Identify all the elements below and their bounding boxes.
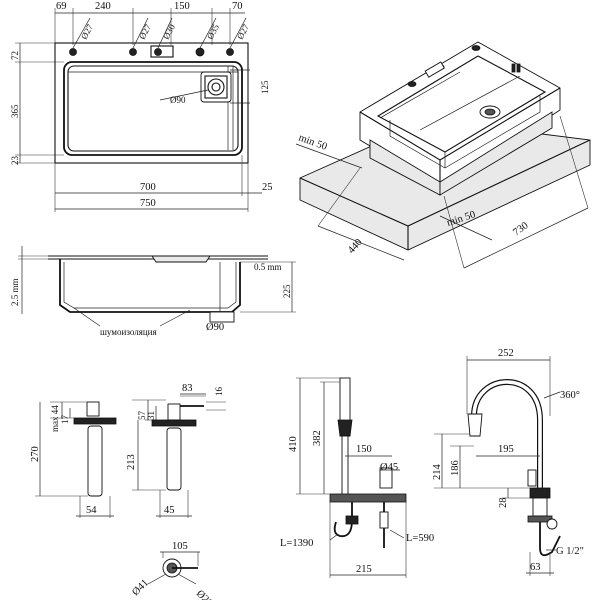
faucet-lever — [379, 467, 393, 489]
insulation-label: шумоизоляция — [100, 327, 157, 337]
dispenser-total: 270 — [30, 446, 41, 462]
top-view: 69 240 150 70 Ø27 Ø27 Ø30 Ø35 Ø27 — [10, 1, 273, 212]
faucet-front: 410 382 150 Ø45 L=1390 L=590 215 — [280, 377, 434, 578]
hose-left — [333, 502, 353, 538]
isometric-view: min 50 min 50 440 730 — [295, 41, 591, 269]
iso-hole-3 — [471, 45, 481, 51]
soap-slot — [150, 45, 174, 58]
side-view: шумоизоляция 2.5 mm 0.5 mm 225 Ø90 — [10, 246, 296, 337]
dispenser-top-small: Ø28 — [194, 588, 215, 600]
dispenser-side-width: 45 — [164, 505, 175, 516]
faucet-h-spout: 382 — [312, 430, 323, 446]
faucet-h1: 214 — [432, 464, 443, 481]
width-inner: 700 — [140, 182, 156, 193]
faucet-base-width: 215 — [356, 564, 372, 575]
drain-circle — [207, 78, 225, 96]
tap-hole-2 — [129, 48, 137, 56]
iso-length: 730 — [511, 220, 530, 238]
width-outer: 750 — [140, 198, 156, 209]
faucet-side-base-width: 63 — [530, 562, 541, 573]
sink-body — [359, 41, 561, 189]
hose-right-len: L=590 — [406, 533, 434, 544]
top-dim-150: 150 — [174, 1, 190, 12]
hole-label-5: Ø27 — [235, 22, 251, 41]
faucet-side-reach: 195 — [498, 444, 514, 455]
right-gap: 25 — [262, 182, 273, 193]
dispenser-top: 105 Ø41 Ø28 — [130, 541, 214, 600]
iso-hole-1 — [407, 81, 417, 87]
iso-bowl — [376, 55, 547, 153]
top-dim-69: 69 — [56, 1, 67, 12]
dispenser-side: 83 16 213 57 31 45 — [126, 383, 226, 518]
faucet-reach: 150 — [356, 444, 372, 455]
dispenser-top-len: 105 — [172, 541, 188, 552]
dispenser-d2: 31 — [146, 411, 156, 420]
dispenser-spout-dim: 83 — [182, 383, 193, 394]
drain-square-dim: 125 — [260, 80, 270, 94]
side-bowl — [59, 259, 241, 313]
dispenser-side-countertop — [151, 419, 197, 427]
dispenser-d1: 57 — [137, 411, 147, 421]
side-height: 225 — [282, 284, 292, 298]
tap-hole-1 — [69, 48, 77, 56]
sink-bowl — [63, 61, 243, 156]
dispenser-countertop — [73, 417, 117, 425]
faucet-rotation: 360° — [560, 390, 580, 401]
side-left-dim: 2.5 mm — [10, 278, 20, 306]
faucet-side-hose — [539, 522, 561, 557]
faucet-side: 252 360° 195 214 186 28 G 1/2" 63 — [432, 348, 584, 576]
dispenser-head — [86, 401, 100, 417]
drain-square — [200, 71, 232, 103]
dispenser-width: 54 — [86, 505, 97, 516]
iso-depth: 440 — [346, 237, 365, 256]
faucet-h2: 186 — [450, 460, 461, 476]
left-dim-23: 23 — [10, 156, 20, 166]
faucet-h3: 28 — [498, 498, 509, 509]
faucet-side-width: 252 — [498, 348, 514, 359]
faucet-h-total: 410 — [288, 436, 299, 452]
side-drain — [209, 311, 235, 323]
dispenser-bottle — [87, 425, 103, 497]
dispenser-small: 17 — [60, 415, 70, 425]
sink-outer-rim — [54, 42, 249, 164]
faucet-base — [329, 493, 407, 503]
faucet-base-dia: Ø45 — [380, 462, 398, 473]
side-right-dim: 0.5 mm — [254, 262, 282, 272]
faucet-column — [341, 435, 349, 497]
hole-label-4: Ø35 — [205, 22, 221, 41]
side-drain-dim: Ø90 — [206, 322, 224, 333]
dispenser-top-big: Ø41 — [130, 578, 151, 599]
dispenser-side-head — [167, 403, 181, 421]
faucet-thread: G 1/2" — [556, 546, 584, 557]
left-dim-365: 365 — [10, 104, 20, 118]
hole-label-1: Ø27 — [79, 22, 95, 41]
tap-hole-4 — [195, 47, 205, 57]
dispenser-body: 213 — [126, 454, 137, 470]
drain-circle-dim: Ø90 — [170, 95, 186, 105]
dispenser-front: 270 max 44 17 54 — [30, 401, 117, 518]
hose-left-len: L=1390 — [280, 538, 313, 549]
tap-hole-5 — [226, 48, 234, 56]
top-dim-70: 70 — [232, 1, 243, 12]
hole-label-2: Ø27 — [137, 22, 153, 41]
left-dim-72: 72 — [10, 51, 20, 60]
faucet-side-base — [529, 487, 551, 499]
tap-hole-3 — [154, 48, 162, 56]
top-dim-240: 240 — [95, 1, 111, 12]
faucet-side-lever — [527, 469, 537, 487]
faucet-spray-head — [467, 413, 483, 437]
dispenser-spout-h: 16 — [214, 387, 224, 397]
dispenser-side-bottle — [166, 427, 182, 491]
dispenser-max: max 44 — [50, 405, 60, 432]
